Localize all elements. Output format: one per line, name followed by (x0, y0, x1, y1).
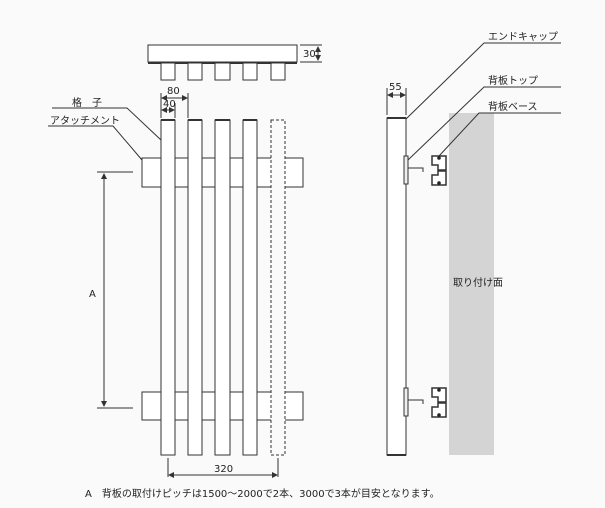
label-lattice: 格 子 (72, 96, 102, 109)
label-backboard-base: 背板ベース (488, 100, 538, 113)
front-view (48, 93, 304, 478)
label-mounting-surface: 取り付け面 (453, 276, 503, 289)
dim-width-40: 40 (163, 99, 176, 110)
dim-a-label: A (89, 289, 96, 300)
mounting-surface-wall (449, 113, 494, 455)
label-end-cap: エンドキャップ (488, 31, 558, 43)
footnote: A 背板の取付けピッチは1500～2000で2本、3000で3本が目安となります… (85, 487, 440, 500)
side-view (386, 42, 561, 456)
label-backboard-top: 背板トップ (488, 74, 538, 87)
label-attachment: アタッチメント (50, 115, 120, 127)
dim-total-320: 320 (214, 464, 233, 475)
top-view (147, 44, 322, 81)
bracket-top (403, 155, 447, 186)
bracket-bottom (403, 387, 447, 418)
dim-top-thickness: 30 (303, 49, 316, 60)
dim-depth-55: 55 (389, 82, 402, 93)
dim-pitch-80: 80 (167, 86, 180, 97)
